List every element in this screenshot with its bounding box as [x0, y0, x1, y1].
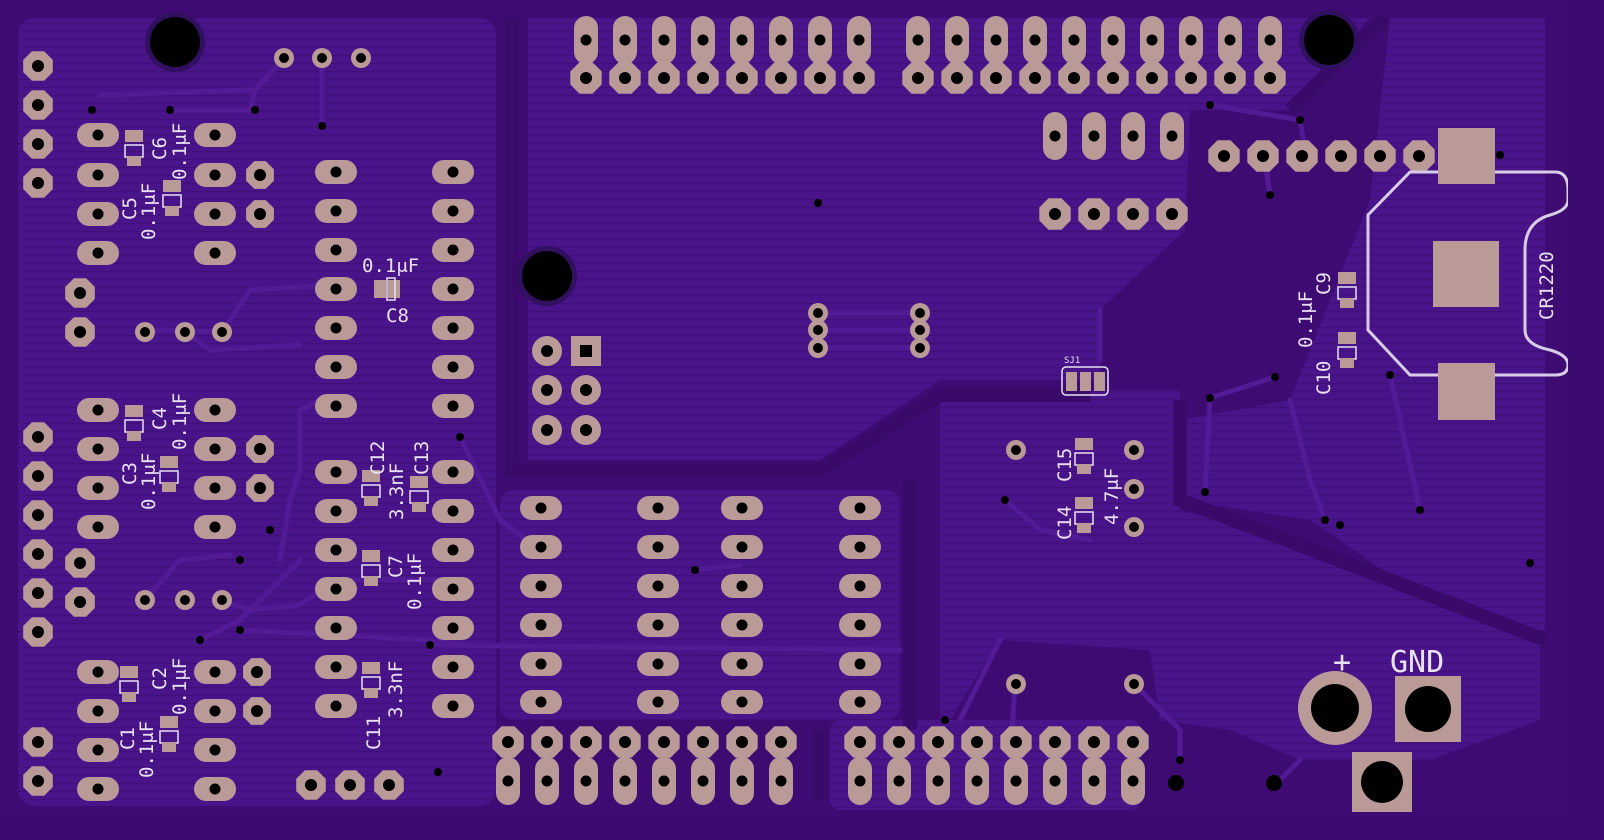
label-c3-value: 0.1μF — [138, 453, 160, 510]
label-c4-value: 0.1μF — [169, 393, 191, 450]
label-c11: C11 — [363, 716, 385, 750]
pads-layer — [23, 16, 1534, 805]
label-c9-c10-value: 0.1μF — [1295, 291, 1317, 348]
power-terminals — [1168, 671, 1461, 812]
battery-holder — [1366, 128, 1568, 420]
label-c8: C8 — [386, 305, 409, 327]
label-c7-value: 0.1μF — [404, 553, 426, 610]
label-c4: C4 — [149, 407, 171, 430]
isolation-gaps — [505, 12, 1548, 800]
label-c10: C10 — [1313, 361, 1335, 395]
label-c11-value: 3.3nF — [385, 661, 407, 718]
label-c2: C2 — [149, 667, 171, 690]
label-c12-value: 3.3nF — [386, 463, 408, 520]
label-c1: C1 — [117, 727, 139, 750]
label-c2-value: 0.1μF — [169, 658, 191, 715]
label-c8-value: 0.1μF — [362, 255, 419, 277]
label-c5: C5 — [119, 197, 141, 220]
label-c6: C6 — [149, 137, 171, 160]
label-c14: C14 — [1054, 506, 1076, 540]
label-plus: + — [1333, 645, 1351, 680]
pcb-board: C6 0.1μF C5 0.1μF 0.1μF C8 C4 0.1μF C3 0… — [18, 10, 1568, 812]
label-c12: C12 — [367, 441, 389, 475]
label-c5-value: 0.1μF — [138, 183, 160, 240]
label-c13: C13 — [411, 441, 433, 475]
label-c6-value: 0.1μF — [169, 123, 191, 180]
silkscreen: C6 0.1μF C5 0.1μF 0.1μF C8 C4 0.1μF C3 0… — [117, 123, 1558, 778]
label-c9: C9 — [1313, 272, 1335, 295]
label-gnd: GND — [1390, 645, 1444, 680]
label-c7: C7 — [385, 555, 407, 578]
label-c15: C15 — [1054, 448, 1076, 482]
solder-jumper-sj1 — [1061, 366, 1109, 396]
label-c14-c15-value: 4.7μF — [1101, 468, 1123, 525]
mounting-holes — [145, 10, 1359, 306]
label-sj1: SJ1 — [1064, 356, 1080, 366]
label-cr1220: CR1220 — [1536, 251, 1558, 320]
label-c1-value: 0.1μF — [136, 721, 158, 778]
label-c3: C3 — [119, 462, 141, 485]
smd-pads-layer — [119, 130, 1357, 752]
